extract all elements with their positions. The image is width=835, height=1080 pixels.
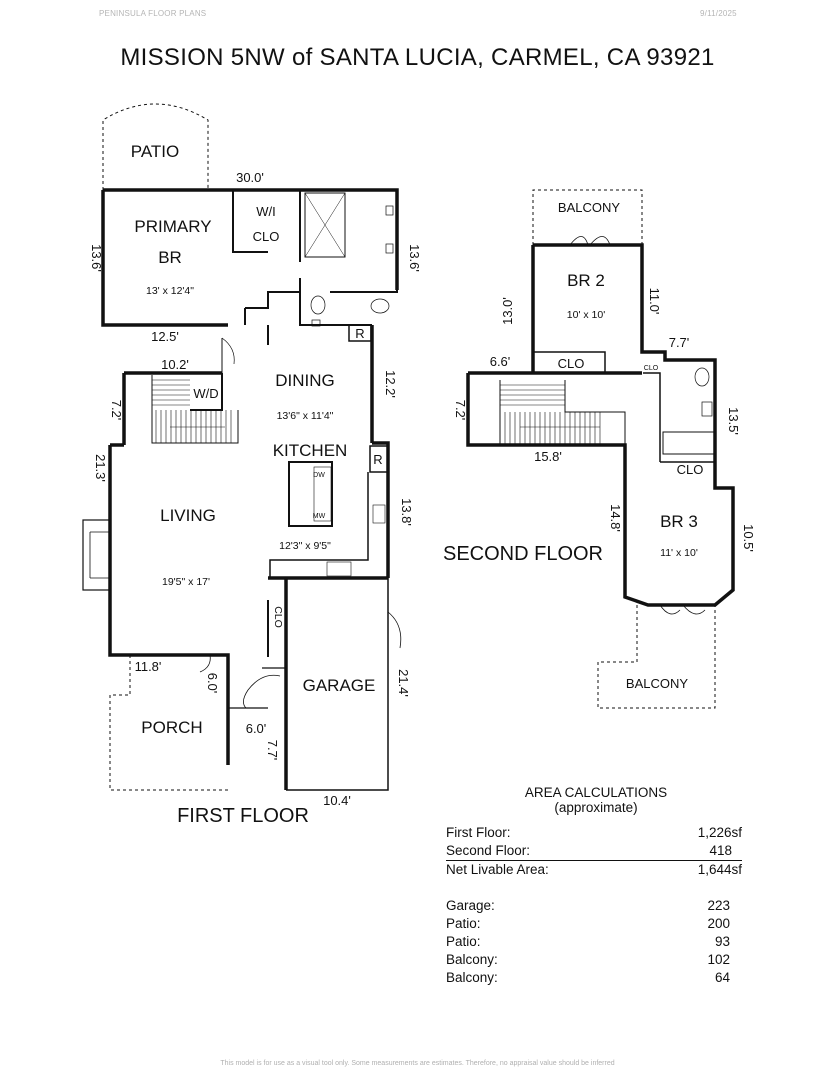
dim-porch-top: 11.8' [135,659,162,674]
area-row-total: Net Livable Area: 1,644sf [446,862,742,877]
disclaimer-footer: This model is for use as a visual tool o… [220,1060,615,1067]
dim-kitchen-right: 13.8' [399,498,414,526]
br2-size: 10' x 10' [567,309,605,321]
dim-entry-bottom: 6.0' [246,721,267,736]
room-dining: DINING [275,371,335,390]
area-calculations: AREA CALCULATIONS (approximate) First Fl… [446,785,746,987]
room-clo-small: CLO [644,365,659,372]
room-living: LIVING [160,506,216,525]
area-row: Second Floor: 418 [446,842,742,861]
patio-outline [102,103,209,190]
room-clo2-2f: CLO [677,462,704,477]
dim-bath-right: 13.5' [726,407,741,435]
kitchen-size: 12'3" x 9'5" [279,540,331,552]
dim-br3-left: 14.8' [608,504,623,532]
dim-br2-right: 11.0' [647,288,662,315]
room-br2: BR 2 [567,271,605,290]
area-row: Balcony: 102 [446,952,730,967]
dim-laundry-top: 10.2' [161,357,189,372]
dim-top: 30.0' [236,170,264,185]
room-porch: PORCH [141,718,202,737]
room-patio: PATIO [131,142,180,161]
label-first-floor: FIRST FLOOR [177,805,309,827]
area-title: AREA CALCULATIONS [524,785,668,800]
dim-stair-top: 6.6' [490,354,511,369]
fridge-1: R [355,326,364,341]
room-balcony-top: BALCONY [558,200,620,215]
room-clo-2f: CLO [558,356,585,371]
dim-living-left: 21.3' [93,454,108,482]
room-br3: BR 3 [660,512,698,531]
room-wd: W/D [193,386,218,401]
page-title: MISSION 5NW of SANTA LUCIA, CARMEL, CA 9… [120,44,715,71]
dim-stair-bottom: 15.8' [534,449,562,464]
room-kitchen: KITCHEN [273,441,348,460]
primary-size: 13' x 12'4" [146,285,194,297]
dim-br2-left: 13.0' [500,297,515,325]
area-row: Patio: 200 [446,916,730,931]
area-row: Patio: 93 [446,934,730,949]
dim-right-bath: 13.6' [407,244,422,272]
room-balcony-bottom: BALCONY [626,676,688,691]
label-second-floor: SECOND FLOOR [443,543,603,565]
dim-porch-side: 6.0' [205,673,220,694]
dim-left-br: 13.6' [89,244,104,272]
dim-garage-right: 21.4' [396,669,411,697]
area-row: Garage: 223 [446,898,730,913]
brand-header: PENINSULA FLOOR PLANS [99,9,207,18]
room-wi: W/I [256,204,276,219]
room-garage: GARAGE [303,676,376,695]
area-row: First Floor: 1,226sf [446,825,742,840]
dim-br-bottom: 12.5' [151,329,179,344]
dim-br3-right: 10.5' [741,524,756,552]
room-clo: CLO [272,606,284,628]
dim-entry-side: 7.7' [265,740,280,761]
living-size: 19'5" x 17' [162,576,210,588]
room-wi-clo: CLO [253,229,280,244]
dim-stair-left: 7.2' [453,400,468,421]
appliance-dw: DW [313,472,325,479]
date-header: 9/11/2025 [700,9,737,18]
area-subtitle: (approximate) [554,800,638,815]
area-row: Balcony: 64 [446,970,730,985]
dim-dining-right: 12.2' [383,370,398,398]
br3-size: 11' x 10' [660,547,698,559]
room-primary: PRIMARY [134,217,211,236]
fridge-2: R [373,452,382,467]
appliance-mw: MW [313,513,326,520]
dim-bath-top: 7.7' [669,335,690,350]
dining-size: 13'6" x 11'4" [277,410,334,422]
room-primary-br: BR [158,248,182,267]
dim-left-stair: 7.2' [109,400,124,421]
dim-garage-bottom: 10.4' [323,793,351,808]
